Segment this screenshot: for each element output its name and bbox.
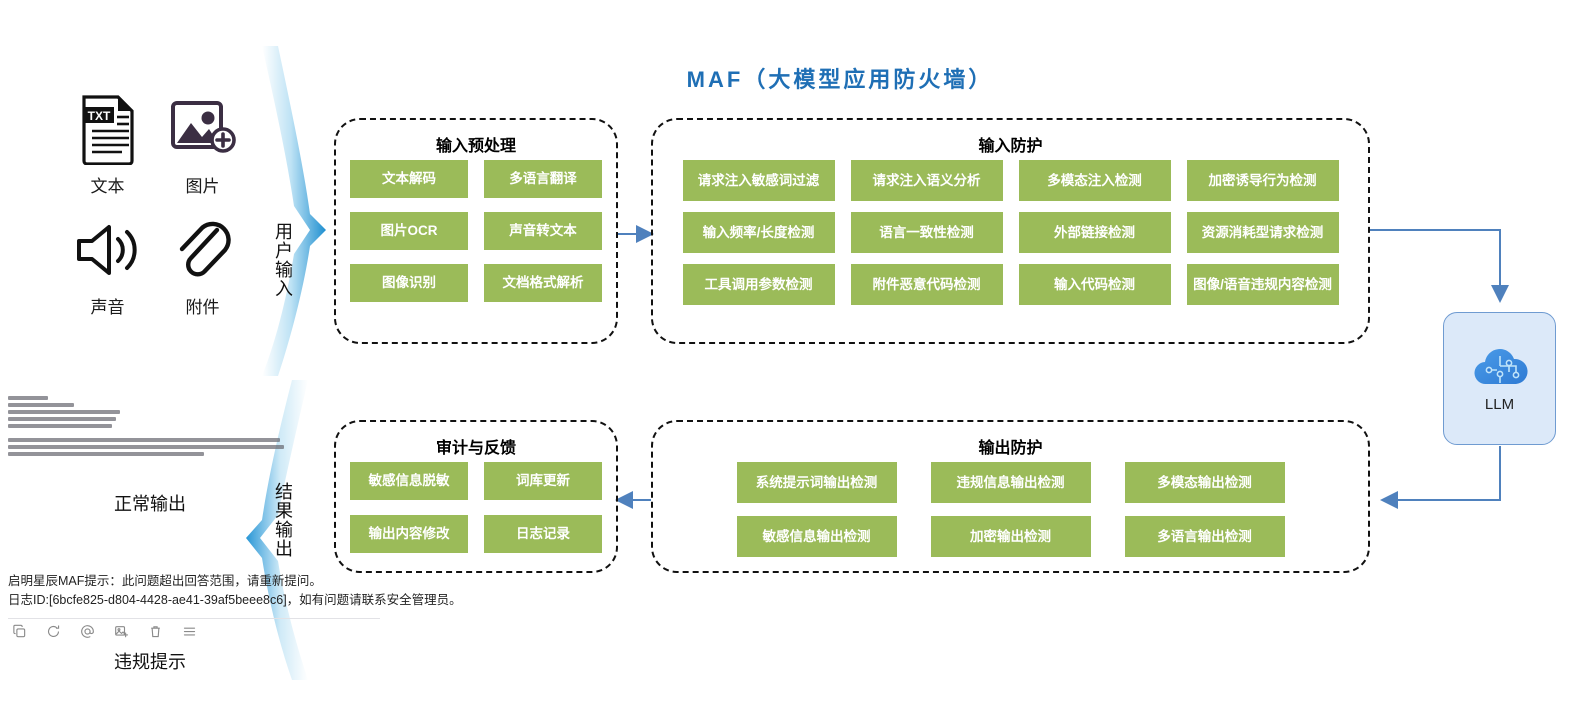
speaker-icon xyxy=(60,209,155,291)
svg-text:TXT: TXT xyxy=(87,109,110,123)
copy-icon[interactable] xyxy=(12,624,27,639)
trash-icon[interactable] xyxy=(148,624,163,639)
violation-caption: 违规提示 xyxy=(114,652,186,672)
input-source-attachment: 附件 xyxy=(155,209,250,330)
paperclip-icon xyxy=(155,209,250,291)
chip-attachment-malicious-code-detect[interactable]: 附件恶意代码检测 xyxy=(850,264,1003,305)
chip-input-rate-length-detect[interactable]: 输入频率/长度检测 xyxy=(682,212,835,253)
chip-image-recognition[interactable]: 图像识别 xyxy=(350,264,468,302)
input-source-label: 声音 xyxy=(90,298,125,317)
refresh-icon[interactable] xyxy=(46,624,61,639)
at-icon[interactable] xyxy=(80,624,95,639)
divider xyxy=(8,617,380,619)
chip-encrypted-output-detect[interactable]: 加密输出检测 xyxy=(930,516,1091,557)
normal-output-sample xyxy=(8,396,298,459)
chip-tool-call-param-detect[interactable]: 工具调用参数检测 xyxy=(682,264,835,305)
input-source-label: 图片 xyxy=(185,177,220,196)
chip-sensitive-info-output-detect[interactable]: 敏感信息输出检测 xyxy=(736,516,897,557)
chip-speech-to-text[interactable]: 声音转文本 xyxy=(484,212,602,250)
chip-language-consistency-detect[interactable]: 语言一致性检测 xyxy=(850,212,1003,253)
section-title: 输出防护 xyxy=(978,440,1043,457)
chip-multimodal-injection-detect[interactable]: 多模态注入检测 xyxy=(1018,160,1171,201)
arrow-input-protection-to-llm xyxy=(1370,229,1509,303)
chip-multilingual-translate[interactable]: 多语言翻译 xyxy=(484,160,602,198)
chip-text-decode[interactable]: 文本解码 xyxy=(350,160,468,198)
chip-sensitive-info-desensitize[interactable]: 敏感信息脱敏 xyxy=(350,462,468,500)
image-add-icon xyxy=(155,88,250,170)
chip-image-ocr[interactable]: 图片OCR xyxy=(350,212,468,250)
menu-icon[interactable] xyxy=(182,624,197,639)
chip-output-content-modify[interactable]: 输出内容修改 xyxy=(350,515,468,553)
violation-log-id: 日志ID:[6bcfe825-d804-4428-ae41-39af5beee8… xyxy=(8,593,462,608)
chip-input-code-detect[interactable]: 输入代码检测 xyxy=(1018,264,1171,305)
chip-encrypted-inducement-detect[interactable]: 加密诱导行为检测 xyxy=(1186,160,1339,201)
section-title: 审计与反馈 xyxy=(435,440,516,457)
section-audit-feedback: 审计与反馈 敏感信息脱敏 词库更新 输出内容修改 日志记录 xyxy=(334,420,618,573)
section-title: 输入预处理 xyxy=(435,138,516,155)
section-input-protection: 输入防护 请求注入敏感词过滤 请求注入语义分析 多模态注入检测 加密诱导行为检测… xyxy=(651,118,1370,344)
chip-resource-exhaustion-request-detect[interactable]: 资源消耗型请求检测 xyxy=(1186,212,1339,253)
input-source-label: 文本 xyxy=(90,177,125,196)
chip-violation-info-output-detect[interactable]: 违规信息输出检测 xyxy=(930,462,1091,503)
cloud-circuit-icon xyxy=(1469,344,1531,390)
user-input-ribbon-arrow: 用户输入 xyxy=(248,46,328,376)
section-title: 输入防护 xyxy=(978,138,1043,155)
chip-external-link-detect[interactable]: 外部链接检测 xyxy=(1018,212,1171,253)
chip-injection-semantic-analysis[interactable]: 请求注入语义分析 xyxy=(850,160,1003,201)
section-output-protection: 输出防护 系统提示词输出检测 违规信息输出检测 多模态输出检测 敏感信息输出检测… xyxy=(651,420,1370,573)
message-toolbar xyxy=(8,624,388,639)
normal-output-caption: 正常输出 xyxy=(114,494,186,514)
input-source-text: TXT 文本 xyxy=(60,88,155,209)
violation-notice-card: 启明星辰MAF提示：此问题超出回答范围，请重新提问。 日志ID:[6bcfe82… xyxy=(8,572,462,639)
violation-message: 启明星辰MAF提示：此问题超出回答范围，请重新提问。 xyxy=(8,574,322,588)
chip-multilingual-output-detect[interactable]: 多语言输出检测 xyxy=(1124,516,1285,557)
input-source-audio: 声音 xyxy=(60,209,155,330)
user-input-sources: TXT 文本 xyxy=(60,88,250,330)
user-input-label: 用户输入 xyxy=(273,222,293,298)
page-title: MAF（大模型应用防火墙） xyxy=(686,67,994,92)
chip-image-audio-violation-detect[interactable]: 图像/语音违规内容检测 xyxy=(1186,264,1339,305)
chip-injection-sensitive-word-filter[interactable]: 请求注入敏感词过滤 xyxy=(682,160,835,201)
llm-label: LLM xyxy=(1484,396,1515,413)
chip-lexicon-update[interactable]: 词库更新 xyxy=(484,462,602,500)
llm-node[interactable]: LLM xyxy=(1443,312,1556,445)
result-output-ribbon-arrow: 结果输出 xyxy=(244,380,324,680)
chip-log-record[interactable]: 日志记录 xyxy=(484,515,602,553)
result-output-label: 结果输出 xyxy=(273,482,293,558)
chip-document-format-parse[interactable]: 文档格式解析 xyxy=(484,264,602,302)
section-input-preprocess: 输入预处理 文本解码 多语言翻译 图片OCR 声音转文本 图像识别 文档格式解析 xyxy=(334,118,618,344)
chip-system-prompt-output-detect[interactable]: 系统提示词输出检测 xyxy=(736,462,897,503)
arrow-llm-to-output-protection xyxy=(1380,446,1501,509)
chip-multimodal-output-detect[interactable]: 多模态输出检测 xyxy=(1124,462,1285,503)
input-source-image: 图片 xyxy=(155,88,250,209)
txt-file-icon: TXT xyxy=(60,88,155,170)
input-source-label: 附件 xyxy=(185,298,220,317)
save-image-icon[interactable] xyxy=(114,624,129,639)
